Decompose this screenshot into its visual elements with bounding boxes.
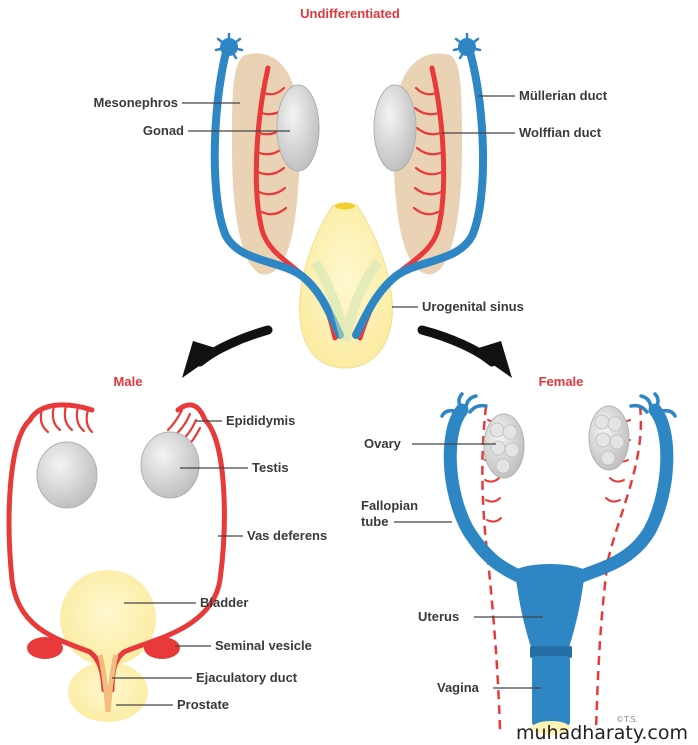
ovary-right bbox=[588, 405, 630, 471]
cervix bbox=[530, 646, 572, 658]
vas-deferens-label: Vas deferens bbox=[247, 528, 327, 543]
vas-deferens-left bbox=[6, 417, 107, 693]
vaginal-opening bbox=[532, 721, 570, 735]
arrow-to-female bbox=[417, 325, 512, 378]
fallopian-tube-left bbox=[443, 403, 529, 585]
testis-right bbox=[140, 431, 200, 499]
sinus-opening bbox=[335, 202, 355, 210]
undifferentiated-title: Undifferentiated bbox=[300, 6, 400, 21]
undifferentiated-section: Undifferentiated bbox=[93, 6, 608, 369]
mullerian-duct-left bbox=[210, 48, 344, 339]
watermark: muhadharaty.com bbox=[516, 722, 688, 744]
wolffian-tubules-right bbox=[412, 86, 445, 216]
gonad-label: Gonad bbox=[143, 123, 184, 138]
testis-label: Testis bbox=[252, 460, 289, 475]
uterus bbox=[515, 564, 585, 650]
mullerian-duct-right bbox=[352, 48, 487, 339]
fimbriae-left bbox=[440, 392, 488, 418]
mullerian-funnel-left bbox=[214, 32, 244, 60]
gonad-right bbox=[373, 84, 417, 172]
arrow-to-male bbox=[182, 325, 273, 378]
mullerian-duct-label: Müllerian duct bbox=[519, 88, 608, 103]
fimbriae-right bbox=[629, 392, 677, 418]
ovary-label: Ovary bbox=[364, 436, 402, 451]
prostate-label: Prostate bbox=[177, 697, 229, 712]
credit-mark: ©T.S. bbox=[616, 715, 638, 724]
fallopian-tube-right bbox=[571, 403, 674, 585]
male-title: Male bbox=[114, 374, 143, 389]
ovary-left bbox=[483, 413, 525, 479]
epididymis-right bbox=[175, 402, 208, 423]
female-section: Female bbox=[361, 374, 677, 735]
vagina-label: Vagina bbox=[437, 680, 480, 695]
seminal-vesicle-left bbox=[27, 637, 63, 659]
female-title: Female bbox=[539, 374, 584, 389]
bladder-label: Bladder bbox=[200, 595, 248, 610]
uterus-label: Uterus bbox=[418, 609, 459, 624]
seminal-vesicle-label: Seminal vesicle bbox=[215, 638, 312, 653]
wolffian-duct-label: Wolffian duct bbox=[519, 125, 602, 140]
epididymis-tubules-left bbox=[39, 404, 94, 434]
ejaculatory-duct-label: Ejaculatory duct bbox=[196, 670, 298, 685]
epididymis-label: Epididymis bbox=[226, 413, 295, 428]
bladder bbox=[60, 570, 156, 666]
urogenital-sinus-label: Urogenital sinus bbox=[422, 299, 524, 314]
epididymis-left bbox=[27, 402, 95, 423]
male-section: Male Epidi bbox=[6, 374, 327, 722]
vagina bbox=[532, 656, 570, 726]
fallopian-tube-label-line1: Fallopian bbox=[361, 498, 418, 513]
gonad-left bbox=[276, 84, 320, 172]
duct-sinus-junction bbox=[310, 258, 382, 342]
testis-left bbox=[36, 441, 98, 509]
fallopian-tube-label-line2: tube bbox=[361, 514, 388, 529]
ejaculatory-duct-right bbox=[105, 654, 119, 713]
mullerian-funnel-right bbox=[452, 32, 482, 60]
mesonephros-label: Mesonephros bbox=[93, 95, 178, 110]
